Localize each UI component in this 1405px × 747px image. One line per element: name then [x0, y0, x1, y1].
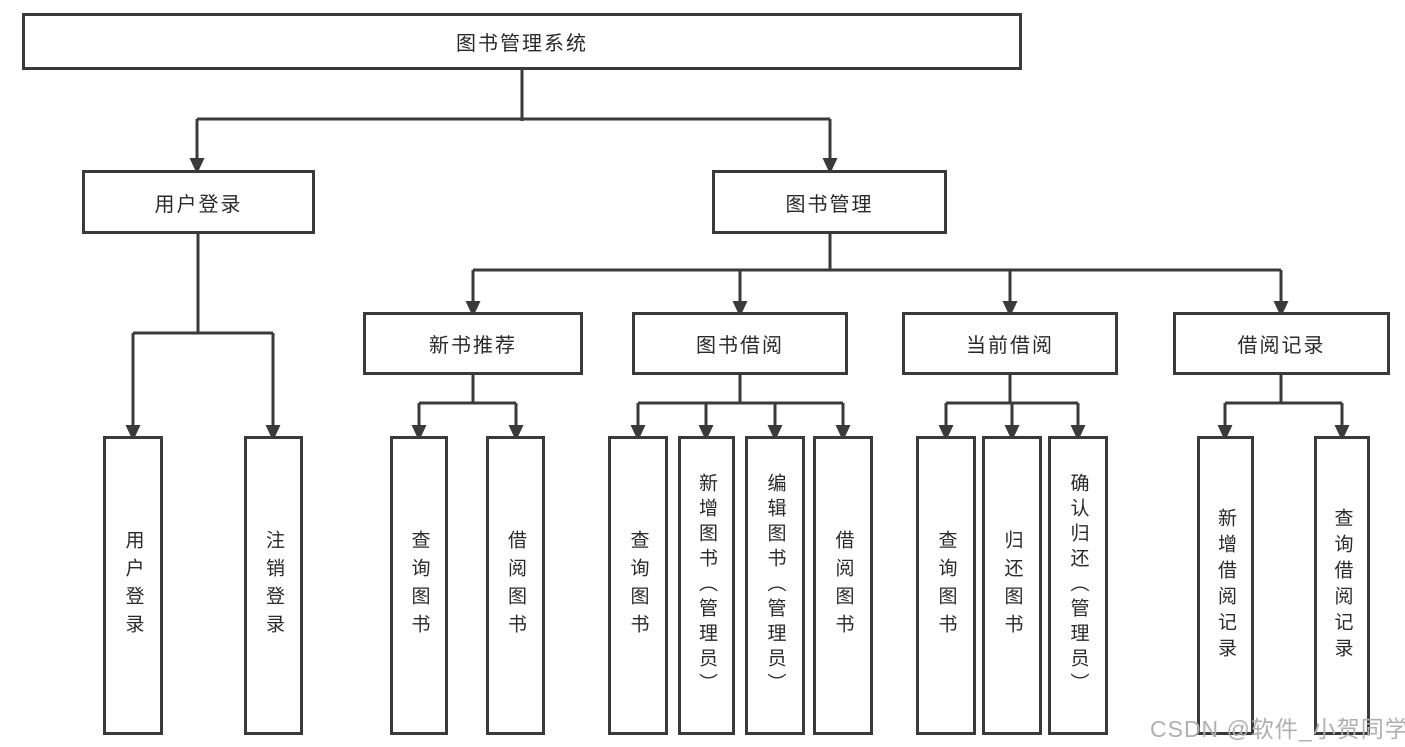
leaf-logout: 注销登录	[244, 436, 303, 735]
leaf-recommend-borrow-books: 借阅图书	[486, 436, 545, 735]
node-borrowing-records: 借阅记录	[1173, 312, 1390, 375]
node-library-system: 图书管理系统	[22, 13, 1022, 70]
node-book-management: 图书管理	[712, 170, 947, 234]
leaf-borrowing-query-books: 查询图书	[608, 436, 668, 735]
node-new-book-recommend: 新书推荐	[363, 312, 583, 375]
leaf-recommend-query-books: 查询图书	[390, 436, 448, 735]
node-current-borrowing: 当前借阅	[902, 312, 1118, 375]
node-book-borrowing: 图书借阅	[632, 312, 848, 375]
leaf-borrowing-borrow-books: 借阅图书	[813, 436, 873, 735]
leaf-records-add-record: 新增借阅记录	[1197, 436, 1254, 735]
leaf-current-query-books: 查询图书	[916, 436, 976, 735]
leaf-borrowing-add-books: 新增图书（管理员）	[678, 436, 735, 735]
leaf-borrowing-edit-books: 编辑图书（管理员）	[745, 436, 805, 735]
leaf-records-query-record: 查询借阅记录	[1314, 436, 1370, 735]
leaf-current-confirm-return: 确认归还（管理员）	[1048, 436, 1108, 735]
csdn-watermark: CSDN @软件_小贺同学	[1150, 716, 1405, 742]
leaf-user-login: 用户登录	[103, 436, 163, 735]
leaf-current-return-books: 归还图书	[982, 436, 1042, 735]
node-user-login: 用户登录	[82, 170, 315, 234]
